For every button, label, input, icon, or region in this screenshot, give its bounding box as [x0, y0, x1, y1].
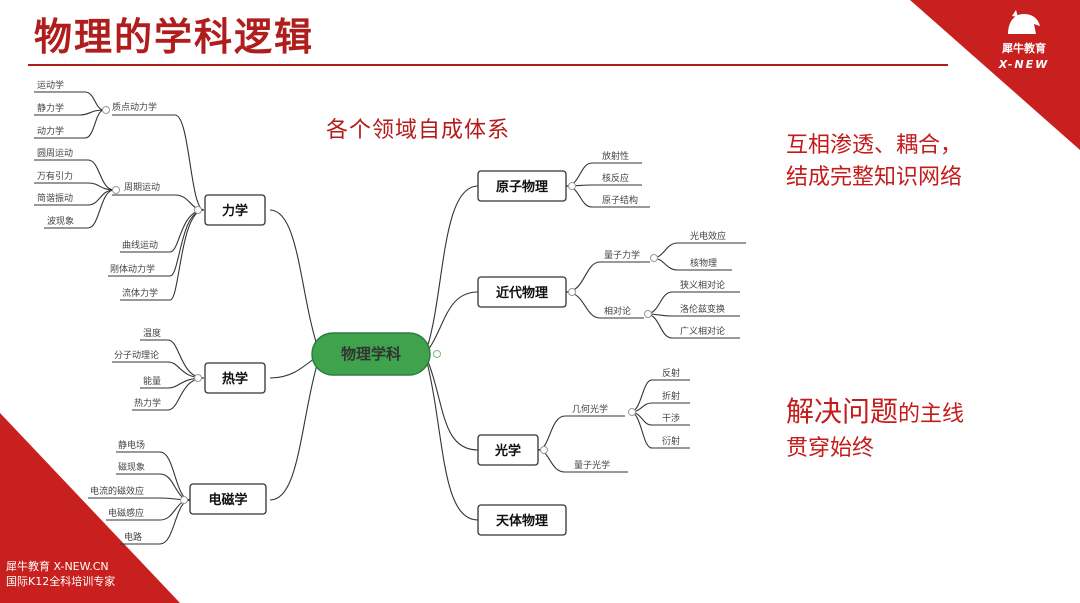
- leaf-radioactivity: 放射性: [602, 150, 629, 162]
- branch-astro: 天体物理: [477, 504, 567, 536]
- leaf-nuclear-physics: 核物理: [690, 257, 717, 269]
- leaf-fluid: 流体力学: [122, 287, 158, 299]
- leaf-diffraction: 衍射: [662, 435, 680, 447]
- leaf-circuits: 电路: [124, 531, 142, 543]
- leaf-statics: 静力学: [37, 102, 64, 114]
- optics-quantum-label: 量子光学: [574, 459, 610, 471]
- leaf-induction: 电磁感应: [108, 507, 144, 519]
- branch-atomic: 原子物理: [477, 170, 567, 202]
- mindmap-connectors: [34, 91, 746, 545]
- annotation-main-thread: 解决问题的主线 贯穿始终: [786, 395, 964, 466]
- modern-quantum-label: 量子力学: [604, 249, 640, 261]
- corner-decoration-bottom-left: [0, 413, 180, 603]
- branch-optics: 光学: [477, 434, 539, 466]
- leaf-rigid-body: 刚体动力学: [110, 263, 155, 275]
- title-divider: [28, 64, 948, 66]
- brand-logo: 犀牛教育 X-NEW: [984, 8, 1064, 71]
- leaf-refraction: 折射: [662, 390, 680, 402]
- leaf-general-relativity: 广义相对论: [680, 325, 725, 337]
- leaf-dynamics: 动力学: [37, 125, 64, 137]
- leaf-energy: 能量: [143, 375, 161, 387]
- branch-thermo: 热学: [204, 362, 266, 394]
- annotation-main-thread-emphasis: 解决问题: [786, 395, 899, 428]
- center-node: 物理学科: [311, 332, 441, 376]
- mechanics-group2-label: 周期运动: [124, 182, 160, 193]
- branch-astro-label: 天体物理: [496, 513, 548, 529]
- branch-mechanics-label: 力学: [222, 203, 248, 219]
- leaf-kinematics: 运动学: [37, 79, 64, 91]
- branch-em: 电磁学: [189, 483, 267, 515]
- branch-em-label: 电磁学: [208, 492, 247, 508]
- mechanics-group1-label: 质点动力学: [112, 101, 157, 113]
- leaf-nuclear-reaction: 核反应: [602, 172, 629, 184]
- leaf-kinetic-theory: 分子动理论: [114, 349, 159, 361]
- collapse-markers: [102, 106, 658, 504]
- annotation-interconnected: 互相渗透、耦合， 结成完整知识网络: [786, 130, 962, 194]
- footer-brand: 犀牛教育 X-NEW.CN 国际K12全科培训专家: [6, 559, 115, 589]
- annotation-interconnected-line1: 互相渗透、耦合，: [786, 133, 963, 158]
- page-title: 物理的学科逻辑: [34, 15, 315, 59]
- center-node-label: 物理学科: [341, 345, 401, 363]
- footer-line1: 犀牛教育 X-NEW.CN: [6, 560, 109, 573]
- leaf-electrostatics: 静电场: [118, 439, 145, 451]
- leaf-waves: 波现象: [47, 215, 74, 227]
- logo-text-cn: 犀牛教育: [1002, 42, 1046, 55]
- annotation-main-thread-rest: 的主线: [898, 402, 965, 427]
- branch-atomic-label: 原子物理: [496, 179, 548, 195]
- leaf-gravitation: 万有引力: [37, 170, 73, 182]
- branch-optics-label: 光学: [494, 443, 521, 459]
- leaf-magnetism: 磁现象: [118, 461, 145, 473]
- branch-modern-label: 近代物理: [496, 285, 548, 301]
- leaf-curvilinear: 曲线运动: [122, 239, 158, 251]
- leaf-special-relativity: 狭义相对论: [680, 279, 725, 291]
- leaf-temperature: 温度: [143, 327, 161, 339]
- branch-modern: 近代物理: [477, 276, 567, 308]
- corner-decoration-top-right: [910, 0, 1080, 150]
- leaf-harmonic: 简谐振动: [37, 192, 73, 204]
- branch-thermo-label: 热学: [222, 371, 248, 387]
- annotation-main-thread-line2: 贯穿始终: [786, 436, 875, 461]
- leaf-photoelectric: 光电效应: [690, 230, 726, 242]
- annotation-interconnected-line2: 结成完整知识网络: [786, 165, 963, 190]
- leaf-atomic-structure: 原子结构: [602, 194, 638, 206]
- branch-mechanics: 力学: [204, 194, 266, 226]
- footer-line2: 国际K12全科培训专家: [6, 575, 116, 588]
- modern-relativity-label: 相对论: [604, 305, 631, 317]
- annotation-subtitle: 各个领域自成体系: [326, 118, 511, 143]
- leaf-interference: 干涉: [662, 412, 680, 424]
- leaf-reflection: 反射: [662, 367, 680, 379]
- logo-text-en: X-NEW: [998, 58, 1050, 71]
- rhino-logo-icon: [1008, 10, 1040, 34]
- leaf-thermodynamics: 热力学: [134, 397, 161, 409]
- leaf-lorentz: 洛伦兹变换: [680, 303, 725, 315]
- optics-geometric-label: 几何光学: [572, 403, 608, 415]
- leaf-current-magnetic: 电流的磁效应: [90, 485, 144, 497]
- leaf-circular-motion: 圆周运动: [37, 148, 73, 159]
